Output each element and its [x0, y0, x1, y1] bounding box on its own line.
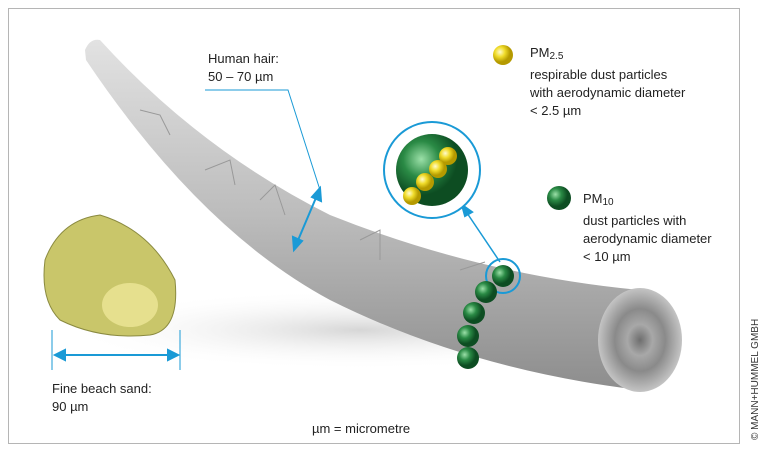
unit-note: µm = micrometre — [312, 421, 411, 436]
pm25-legend-icon — [493, 45, 513, 65]
image-frame — [8, 8, 740, 444]
hair-cross-section — [598, 288, 682, 392]
copyright: © MANN+HUMMEL GMBH — [750, 318, 761, 440]
pm10-legend-icon — [547, 186, 571, 210]
hair-strand — [85, 39, 640, 390]
sand-label: Fine beach sand:90 µm — [52, 381, 152, 414]
hair-label: Human hair:50 – 70 µm — [208, 51, 279, 84]
